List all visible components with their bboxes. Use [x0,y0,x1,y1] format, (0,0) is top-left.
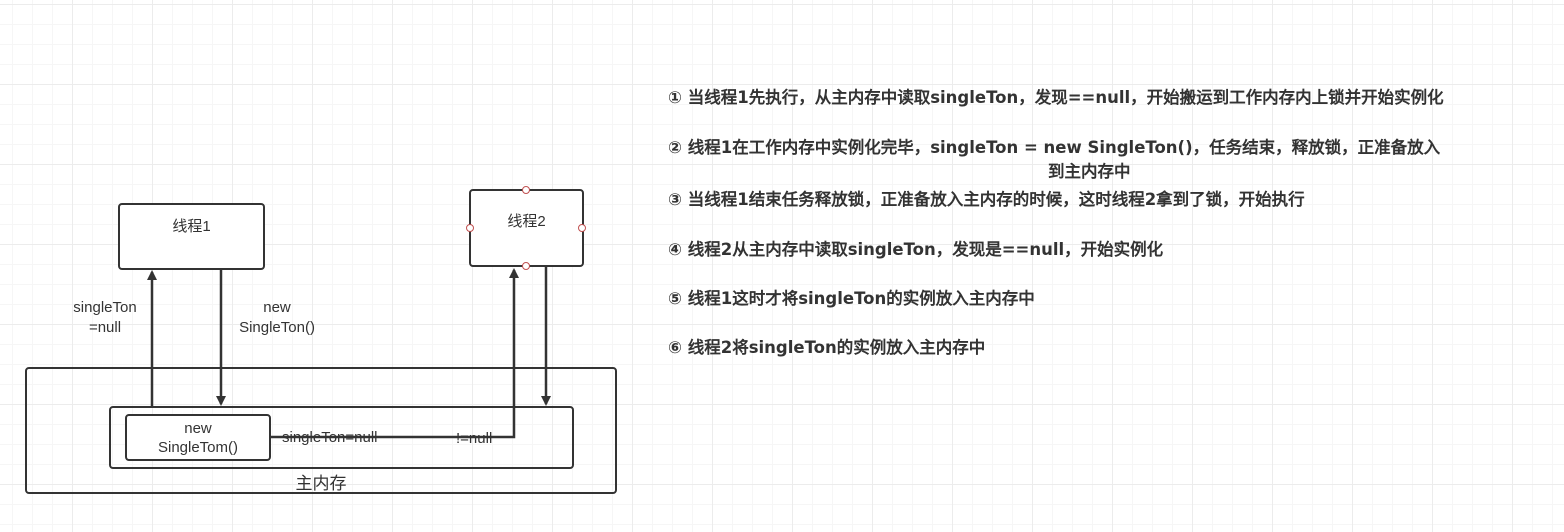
selection-handle-right[interactable] [578,224,586,232]
step-1: ① 当线程1先执行，从主内存中读取singleTon，发现==null，开始搬运… [668,88,1444,107]
step-5: ⑤ 线程1这时才将singleTon的实例放入主内存中 [668,289,1035,308]
instance-box-line1: new [184,420,212,437]
selection-handle-bottom[interactable] [522,262,530,270]
thread1-write-label-line2: SingleTon() [239,319,315,336]
thread1-label: 线程1 [172,218,211,235]
selection-handle-top[interactable] [522,186,530,194]
step-4: ④ 线程2从主内存中读取singleTon，发现是==null，开始实例化 [668,240,1164,259]
thread1-read-label-line2: =null [88,319,122,336]
step-6: ⑥ 线程2将singleTon的实例放入主内存中 [668,338,986,357]
thread1-box: 线程1 [118,203,265,270]
thread2-box: 线程2 [469,189,584,267]
instance-box: new SingleTom() [125,414,271,461]
selection-handle-left[interactable] [466,224,474,232]
instance-box-line2: SingleTom() [157,439,239,456]
step-2: ② 线程1在工作内存中实例化完毕，singleTon = new SingleT… [668,138,1441,157]
step-3: ③ 当线程1结束任务释放锁，正准备放入主内存的时候，这时线程2拿到了锁，开始执行 [668,190,1305,209]
thread2-check-label: !=null [456,430,493,447]
main-memory-label: 主内存 [295,474,347,493]
memory-value-label: singleTon=null [282,429,378,446]
thread2-label: 线程2 [507,213,546,230]
thread1-read-label-line1: singleTon [73,299,137,316]
step-2-continuation: 到主内存中 [1048,162,1131,181]
thread1-write-label-line1: new [263,299,291,316]
